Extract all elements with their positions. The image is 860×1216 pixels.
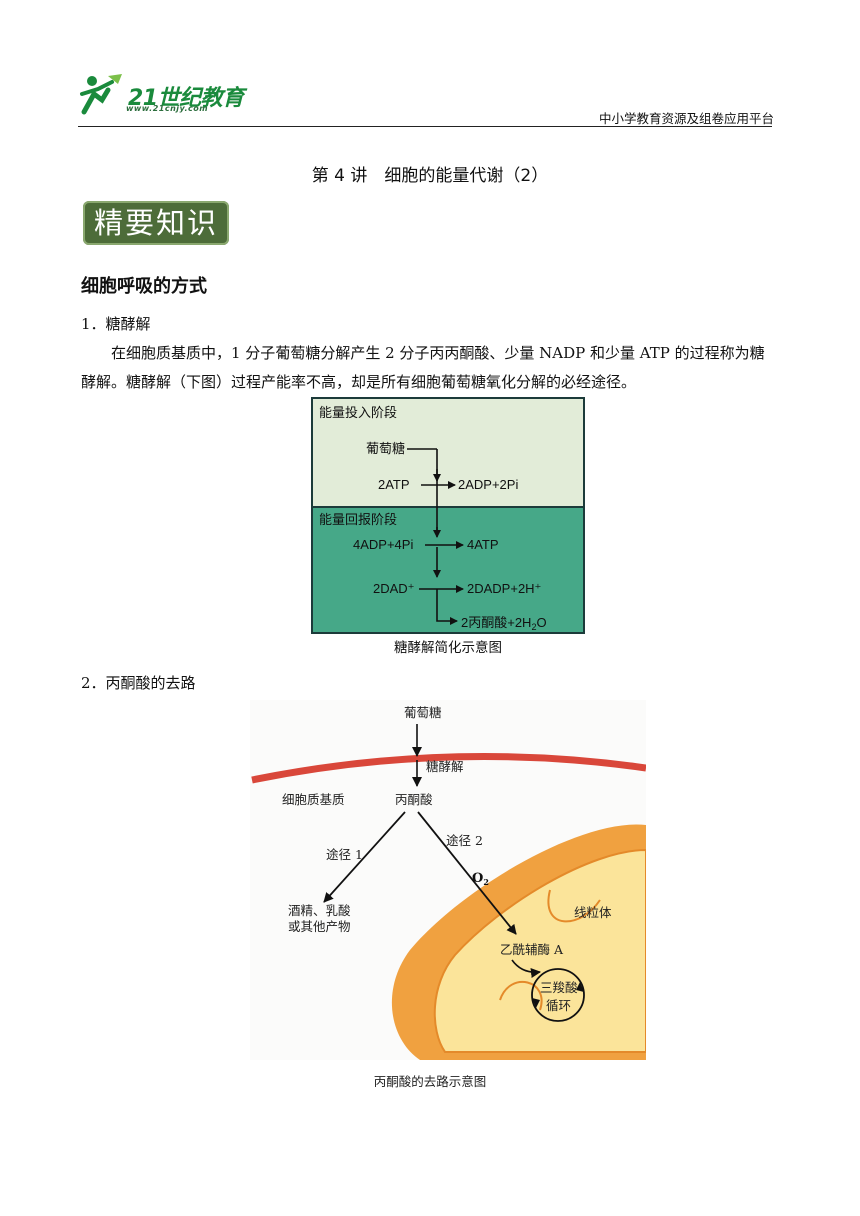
section-banner-label: 精要知识 [93,206,218,240]
acetyl-to-tca-arrow [511,959,541,978]
glucose-top-label: 葡萄糖 [404,705,442,720]
glycolysis-caption: 糖酵解简化示意图 [394,640,502,656]
header-divider [78,126,772,128]
logo-wordmark: 21世纪教育 [128,86,244,111]
mitochondrion-inner [433,848,646,1053]
tca-cycle-ring [531,968,585,1022]
stage2-box [311,506,585,634]
products-line2: 或其他产物 [288,919,351,934]
atp-in-label: 2ATP [378,477,410,492]
route1-arrow [323,811,406,903]
o2-label: O2 [472,871,489,887]
route2-arrow [417,811,517,935]
cell-membrane [251,752,646,784]
dad-label: 2DAD⁺ [373,581,415,596]
adp-out-label: 2ADP+2Pi [458,477,518,492]
tca-line2: 循环 [546,998,571,1013]
item-title-glycolysis: 1．糖酵解 [81,315,151,333]
pyruvate-label: 2丙酮酸+2H2O [461,615,547,632]
section-heading: 细胞呼吸的方式 [81,276,207,297]
stage1-label: 能量投入阶段 [319,405,397,420]
products-line1: 酒精、乳酸 [288,903,351,918]
pyruvate-caption: 丙酮酸的去路示意图 [373,1074,487,1089]
stage2-label: 能量回报阶段 [319,512,397,527]
logo-runner-icon [80,74,122,115]
logo-url: www.21cnjy.com [126,104,209,113]
cytoplasm-label: 细胞质基质 [282,792,345,807]
platform-label: 中小学教育资源及组卷应用平台 [598,111,774,126]
dadp-label: 2DADP+2H⁺ [467,581,541,596]
pyruvate-fate-diagram: 葡萄糖 糖酵解 细胞质基质 丙酮酸 途径 1 途径 2 O2 酒精、乳酸 或其他… [250,700,646,1060]
glycolysis-label: 糖酵解 [426,759,464,774]
glycolysis-diagram: 能量投入阶段 葡萄糖 2ATP 2ADP+2Pi 能量回报阶段 4ADP+4Pi… [311,397,585,634]
route2-label: 途径 2 [446,833,483,848]
item-title-pyruvate: 2．丙酮酸的去路 [81,674,196,692]
route1-label: 途径 1 [326,847,363,862]
adp-in-label: 4ADP+4Pi [353,537,413,552]
pyruvate-node-label: 丙酮酸 [395,792,433,807]
page-title: 第 4 讲 细胞的能量代谢（2） [311,166,549,186]
paragraph-glycolysis: 在细胞质基质中，1 分子葡萄糖分解产生 2 分子丙丙酮酸、少量 NADP 和少量… [81,344,765,391]
section-banner: 精要知识 [83,201,229,245]
glucose-label: 葡萄糖 [366,441,405,456]
tca-line1: 三羧酸 [540,980,578,995]
mitochondrion-label: 线粒体 [574,905,612,920]
acetyl-coa-label: 乙酰辅酶 A [500,942,564,957]
atp-out-label: 4ATP [467,537,499,552]
